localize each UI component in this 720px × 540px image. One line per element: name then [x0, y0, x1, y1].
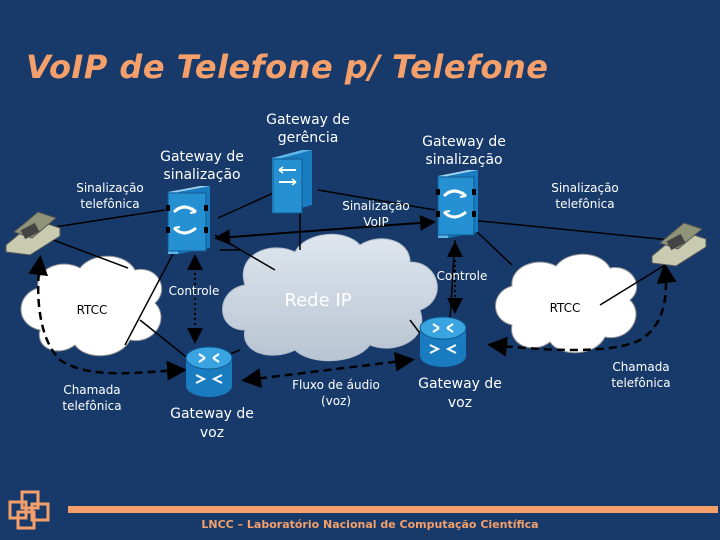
call-path-right: [487, 263, 677, 357]
svg-text:gerência: gerência: [278, 130, 339, 146]
svg-text:Sinalização: Sinalização: [342, 199, 410, 213]
signaling-gateway-left: [166, 186, 210, 254]
label-rede-ip: Rede IP: [284, 290, 351, 311]
svg-text:Controle: Controle: [169, 284, 220, 298]
svg-text:Sinalização: Sinalização: [551, 181, 619, 195]
svg-text:RTCC: RTCC: [550, 301, 581, 315]
label-chamada-left-2: telefônica: [62, 399, 121, 413]
label-sinal-tel-right-2: telefônica: [555, 197, 614, 211]
svg-text:Gateway de: Gateway de: [422, 134, 506, 150]
voice-gateway-right: [419, 316, 467, 367]
svg-text:telefônica: telefônica: [555, 197, 614, 211]
label-gw-gerencia-2: gerência: [278, 130, 339, 146]
label-chamada-right-1: Chamada: [612, 360, 669, 374]
svg-text:Gateway de: Gateway de: [266, 112, 350, 128]
voip-signaling-arrow: [214, 214, 436, 246]
label-rtcc-left: RTCC: [77, 303, 108, 317]
label-fluxo-1: Fluxo de áudio: [292, 378, 380, 392]
svg-text:Rede IP: Rede IP: [284, 290, 351, 311]
label-sinal-tel-left-2: telefônica: [80, 197, 139, 211]
svg-text:sinalização: sinalização: [163, 167, 240, 183]
label-sinal-voip-2: VoIP: [363, 215, 388, 229]
svg-text:Sinalização: Sinalização: [76, 181, 144, 195]
telephone-icon: [651, 222, 707, 267]
svg-text:telefônica: telefônica: [62, 399, 121, 413]
svg-text:RTCC: RTCC: [77, 303, 108, 317]
label-gw-sinal-right-2: sinalização: [425, 152, 502, 168]
svg-text:Gateway de: Gateway de: [418, 376, 502, 392]
label-gw-voz-right-2: voz: [448, 395, 472, 411]
svg-text:sinalização: sinalização: [425, 152, 502, 168]
label-controle-left: Controle: [169, 284, 220, 298]
label-sinal-voip-1: Sinalização: [342, 199, 410, 213]
svg-text:voz: voz: [200, 425, 224, 441]
lncc-logo: [8, 490, 50, 530]
call-path-left: [28, 255, 187, 381]
label-gw-sinal-right-1: Gateway de: [422, 134, 506, 150]
voice-gateway-left: [185, 346, 233, 397]
label-gw-voz-left-2: voz: [200, 425, 224, 441]
label-gw-voz-right-1: Gateway de: [418, 376, 502, 392]
svg-text:Gateway de: Gateway de: [170, 406, 254, 422]
label-gw-sinal-left-1: Gateway de: [160, 149, 244, 165]
footer-text: LNCC – Laboratório Nacional de Computaçã…: [201, 518, 539, 531]
svg-text:Chamada: Chamada: [612, 360, 669, 374]
label-chamada-left-1: Chamada: [63, 383, 120, 397]
label-gw-gerencia-1: Gateway de: [266, 112, 350, 128]
signaling-gateway-right: [436, 170, 478, 238]
label-gw-sinal-left-2: sinalização: [163, 167, 240, 183]
telephone-icon: [5, 211, 61, 256]
label-chamada-right-2: telefônica: [611, 376, 670, 390]
svg-text:Controle: Controle: [437, 269, 488, 283]
svg-text:telefônica: telefônica: [80, 197, 139, 211]
label-fluxo-2: (voz): [321, 394, 351, 408]
svg-text:Chamada: Chamada: [63, 383, 120, 397]
audio-flow-arrow: [241, 351, 415, 389]
label-sinal-tel-right-1: Sinalização: [551, 181, 619, 195]
footer-bar: [68, 506, 718, 513]
label-controle-right: Controle: [437, 269, 488, 283]
svg-text:telefônica: telefônica: [611, 376, 670, 390]
svg-text:(voz): (voz): [321, 394, 351, 408]
management-gateway: [272, 150, 312, 214]
label-gw-voz-left-1: Gateway de: [170, 406, 254, 422]
svg-text:voz: voz: [448, 395, 472, 411]
slide-title: VoIP de Telefone p/ Telefone: [26, 48, 549, 86]
label-sinal-tel-left-1: Sinalização: [76, 181, 144, 195]
svg-text:Fluxo de áudio: Fluxo de áudio: [292, 378, 380, 392]
svg-text:VoIP: VoIP: [363, 215, 388, 229]
label-rtcc-right: RTCC: [550, 301, 581, 315]
svg-text:Gateway de: Gateway de: [160, 149, 244, 165]
